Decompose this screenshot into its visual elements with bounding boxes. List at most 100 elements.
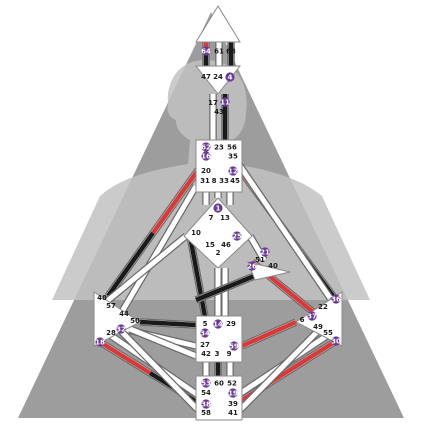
throat-center: 17 11 43 62 23 56 16 35 20 12 31 8 33 45 [195, 97, 243, 193]
channel-24-fill-a [98, 340, 152, 375]
gate-2: 2 [216, 249, 221, 257]
gate-36: 36 [331, 296, 341, 304]
gate-22: 22 [318, 303, 328, 311]
gate-37-marker [307, 311, 317, 321]
channel-13-fill [187, 235, 209, 323]
channel-10-base [233, 158, 333, 300]
gate-49: 49 [313, 323, 323, 331]
gate-19: 19 [228, 390, 238, 398]
gate-30: 30 [331, 338, 341, 346]
gate-37: 37 [307, 313, 317, 321]
gate-54: 54 [201, 389, 211, 397]
gate-57: 57 [106, 302, 116, 310]
channel-12-base [104, 234, 188, 304]
gate-20: 20 [201, 167, 211, 175]
channel-19-fill [241, 319, 297, 349]
channel-29-base [234, 327, 322, 416]
gate-25-marker [232, 231, 242, 241]
heart-center: 21 51 26 40 [247, 247, 291, 281]
gate-52: 52 [227, 380, 237, 388]
gate-36-marker [331, 294, 341, 304]
sacral-center: 5 14 29 34 27 59 42 3 9 [195, 315, 243, 363]
gate-18-marker [95, 337, 105, 347]
channel-8-fill-a [151, 168, 200, 235]
gate-34-marker [200, 328, 210, 338]
gate-28: 28 [106, 329, 116, 337]
gate-17: 17 [208, 99, 218, 107]
gate-35: 35 [228, 153, 238, 161]
gate-56: 56 [227, 144, 237, 152]
gate-26-marker [247, 261, 257, 271]
gate-1-marker [213, 203, 223, 213]
gate-32-marker [116, 324, 126, 334]
gate-25: 25 [232, 233, 242, 241]
gate-11: 11 [220, 99, 230, 107]
gate-64-marker [201, 46, 211, 56]
gate-42: 42 [201, 350, 211, 358]
gate-6: 6 [300, 316, 305, 324]
gate-32: 32 [116, 326, 126, 334]
channel-30-fill [195, 269, 265, 303]
gate-43: 43 [214, 108, 224, 116]
gate-21: 21 [260, 249, 270, 257]
gate-39: 39 [228, 400, 238, 408]
gate-23: 23 [214, 144, 224, 152]
gate-16-marker [201, 151, 211, 161]
gate-53: 53 [201, 380, 211, 388]
gate-59: 59 [229, 343, 239, 351]
channel-8-fill-b [106, 231, 155, 298]
gate-1: 1 [216, 205, 221, 213]
channel-20-base [129, 326, 197, 359]
g-center: 1 7 13 10 25 15 46 2 [183, 197, 253, 269]
gate-30-marker [331, 336, 341, 346]
gate-33: 33 [219, 177, 229, 185]
gate-38-marker [201, 399, 211, 409]
gate-14-marker [213, 319, 223, 329]
gate-16: 16 [201, 153, 211, 161]
gate-59-marker [229, 341, 239, 351]
gate-15: 15 [205, 241, 215, 249]
spleen-center: 48 57 44 50 32 28 18 [93, 291, 141, 347]
gate-40: 40 [268, 262, 278, 270]
gate-4-marker [225, 72, 235, 82]
gate-26: 26 [247, 263, 257, 271]
gate-8: 8 [212, 177, 217, 185]
gate-24: 24 [213, 73, 223, 81]
gate-58: 58 [201, 409, 211, 417]
gate-63: 63 [226, 48, 236, 56]
channel-26-base [118, 328, 204, 416]
gate-9: 9 [227, 350, 232, 358]
gate-18: 18 [95, 339, 105, 347]
gate-7: 7 [209, 214, 214, 222]
gate-13: 13 [220, 214, 230, 222]
gate-53-marker [201, 378, 211, 388]
gate-38: 38 [201, 401, 211, 409]
gate-44: 44 [119, 310, 129, 318]
solar-plexus-center: 36 22 6 37 49 55 30 [295, 291, 343, 347]
gate-21-marker [260, 247, 270, 257]
gate-4: 4 [228, 74, 233, 82]
gate-19-marker [228, 388, 238, 398]
gate-61: 61 [214, 48, 224, 56]
gate-46: 46 [221, 241, 231, 249]
channel-31-base [247, 234, 267, 262]
gate-11-marker [220, 97, 230, 107]
gate-50: 50 [130, 317, 140, 325]
channel-11-base [117, 184, 199, 317]
root-center: 53 60 52 54 19 38 39 58 41 [195, 375, 243, 421]
gate-60: 60 [214, 380, 224, 388]
gate-41: 41 [228, 409, 238, 417]
gate-27: 27 [200, 341, 210, 349]
gate-62: 62 [201, 144, 211, 152]
gate-10: 10 [191, 229, 201, 237]
gate-62-marker [201, 142, 211, 152]
gate-29: 29 [226, 320, 236, 328]
head-center: 64 61 63 [195, 5, 241, 56]
gate-12: 12 [228, 168, 238, 176]
gate-64: 64 [201, 48, 211, 56]
gate-5: 5 [203, 320, 208, 328]
gate-14: 14 [213, 321, 223, 329]
gate-34: 34 [200, 330, 210, 338]
